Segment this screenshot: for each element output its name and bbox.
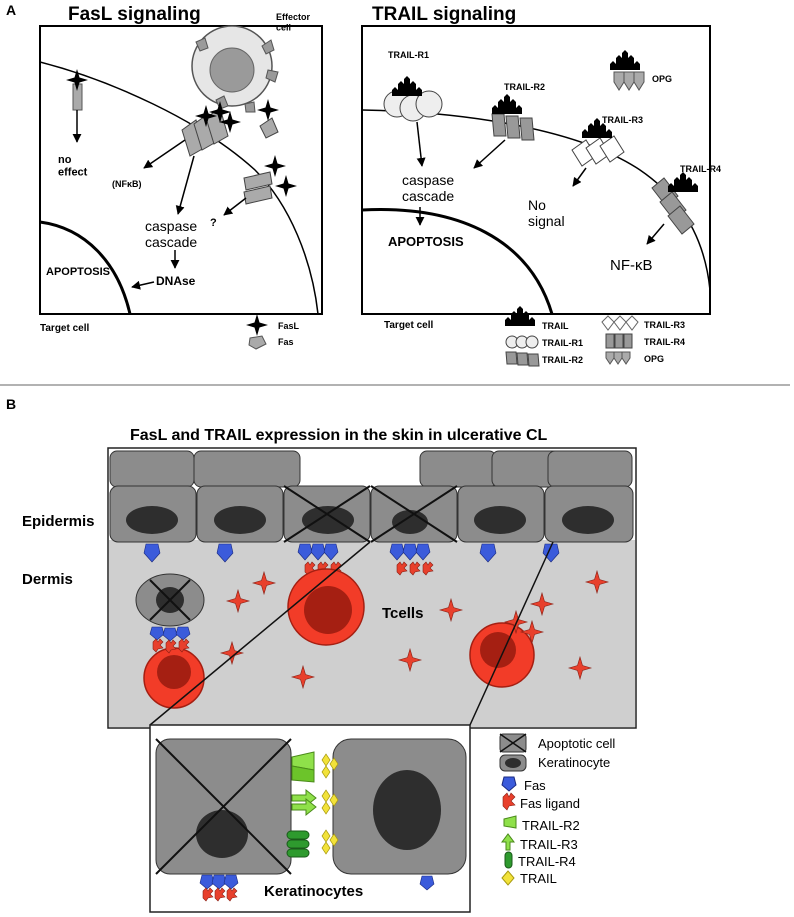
panel-b-title: FasL and TRAIL expression in the skin in…	[130, 427, 548, 444]
trail-nfkb-label: NF-κB	[610, 257, 653, 274]
trail-r2-receptor	[491, 94, 535, 141]
legend-trail-r4-label: TRAIL-R4	[518, 854, 576, 869]
opg-label: OPG	[652, 74, 672, 84]
legend-opg-label: OPG	[644, 354, 664, 364]
zoom-trail-r3	[291, 788, 317, 817]
trail-r4-label: TRAIL-R4	[680, 164, 721, 174]
legend-fasl-label: FasL	[278, 321, 300, 331]
fas-trimer-right	[243, 155, 297, 205]
zoom-fas-right	[419, 875, 435, 891]
legend-r4-label: TRAIL-R4	[644, 337, 685, 347]
epidermis-keratinocytes	[109, 485, 634, 543]
fas-trimer-upper-right	[257, 99, 279, 139]
zoom-fas-receptors	[199, 874, 239, 890]
legend-fas-icon	[248, 335, 267, 350]
zoom-apoptotic-keratinocyte	[155, 738, 292, 875]
trail-target-membrane	[361, 109, 711, 291]
trail-target-cell-label: Target cell	[384, 320, 433, 331]
zoom-trail-ligands	[321, 753, 339, 855]
legend-apoptotic-label: Apoptotic cell	[538, 736, 615, 751]
panel-b-letter: B	[6, 396, 16, 412]
zoom-line-right	[469, 541, 554, 726]
opg-protein	[610, 50, 645, 91]
keratinocytes-label: Keratinocytes	[264, 883, 363, 900]
nucleus-membrane	[39, 220, 132, 315]
legend-r2-label: TRAIL-R2	[542, 355, 583, 365]
trail-r2-label: TRAIL-R2	[504, 82, 545, 92]
legend-keratinocyte-label: Keratinocyte	[538, 755, 610, 770]
legend-trail-r2-label: TRAIL-R2	[522, 818, 580, 833]
trail-r4-receptor	[651, 172, 698, 235]
zoom-trail-r4	[286, 830, 310, 858]
zoom-trail-r2	[291, 751, 315, 783]
epidermis-top-row	[109, 450, 633, 488]
apoptotic-dermal-cell	[135, 573, 205, 627]
fas-receptors-epidermis	[143, 543, 560, 563]
trail-r1-label: TRAIL-R1	[388, 50, 429, 60]
panel-a-letter: A	[6, 2, 16, 18]
tcell-left	[143, 647, 205, 709]
legend-r3-label: TRAIL-R3	[644, 320, 685, 330]
trail-nucleus-membrane	[361, 208, 554, 315]
fasl-title: FasL signaling	[68, 4, 201, 25]
target-cell-membrane	[39, 61, 319, 315]
trail-legend: TRAIL TRAIL-R1 TRAIL-R2 TRAIL-R3 TRAIL-R…	[505, 306, 685, 367]
fas-trimer-central	[181, 101, 241, 157]
target-cell-label: Target cell	[40, 323, 89, 334]
trail-r3-label: TRAIL-R3	[602, 115, 643, 125]
panel-b-legend: Apoptotic cell Keratinocyte Fas Fas liga…	[499, 733, 615, 886]
legend-trail-r3-label: TRAIL-R3	[520, 837, 578, 852]
epidermis-label: Epidermis	[22, 513, 95, 530]
fas-ligand-dermal-contacts	[152, 638, 190, 654]
trail-r3-receptor	[571, 118, 625, 167]
dermis-label: Dermis	[22, 571, 73, 588]
legend-fas-label: Fas	[524, 778, 546, 793]
nfkb-label: (NFκB)	[112, 179, 142, 189]
zoom-healthy-keratinocyte	[332, 738, 467, 875]
fas-receptors-dermal-cell	[149, 626, 191, 642]
legend-fas-ligand-label: Fas ligand	[520, 796, 580, 811]
trail-box	[361, 25, 711, 315]
question-mark: ?	[210, 217, 217, 229]
trail-title: TRAIL signaling	[372, 4, 516, 25]
trail-signaling-panel: TRAIL signaling TRAIL-R1 TRAIL-R2 OPG	[361, 4, 721, 367]
tcell-large-center	[287, 568, 365, 646]
apoptosis-label: APOPTOSIS	[46, 266, 110, 278]
legend-trail-label: TRAIL	[542, 321, 569, 331]
tcells-label: Tcells	[382, 605, 423, 622]
dnase-label: DNAse	[156, 274, 196, 288]
trail-apoptosis-label: APOPTOSIS	[388, 234, 464, 249]
legend-trail-label: TRAIL	[520, 871, 557, 886]
trail-r1-receptor	[383, 76, 443, 122]
zoom-fas-ligands	[202, 887, 238, 902]
legend-r1-label: TRAIL-R1	[542, 338, 583, 348]
legend-fas-label: Fas	[278, 337, 294, 347]
legend-fasl-icon	[246, 314, 268, 336]
zoom-line-left	[149, 541, 371, 726]
